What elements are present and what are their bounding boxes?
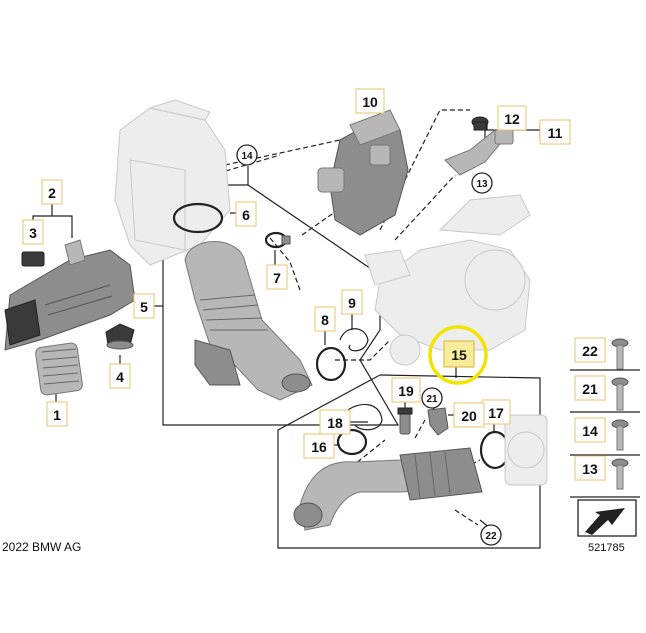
svg-text:9: 9 [348, 295, 356, 311]
callout-8[interactable]: 8 [314, 306, 336, 332]
callout-18[interactable]: 18 [319, 409, 351, 435]
part-20-bracket [427, 407, 449, 436]
callout-7[interactable]: 7 [266, 264, 288, 290]
svg-text:12: 12 [504, 111, 520, 127]
part-8-seal-ring [315, 346, 347, 382]
callout-1[interactable]: 1 [46, 401, 68, 427]
fastener-row-22[interactable]: 22 [574, 337, 629, 370]
fastener-panel: 22 21 14 13 [570, 337, 640, 537]
screw-21-icon [611, 377, 629, 411]
svg-text:1: 1 [53, 407, 61, 423]
fastener-row-13[interactable]: 13 [574, 455, 629, 490]
svg-text:20: 20 [461, 408, 477, 424]
svg-text:16: 16 [311, 439, 327, 455]
selection-highlight-ring [428, 325, 488, 385]
callout-17[interactable]: 17 [481, 399, 511, 425]
svg-text:13: 13 [476, 179, 488, 190]
callout-6[interactable]: 6 [235, 201, 257, 227]
screw-14-icon [611, 419, 629, 451]
callout-10[interactable]: 10 [355, 88, 385, 114]
circle-label-21[interactable]: 21 [421, 387, 443, 409]
copyright-text: 2022 BMW AG [2, 540, 81, 554]
svg-text:17: 17 [488, 405, 504, 421]
part-6-clamp [172, 202, 224, 234]
callout-2[interactable]: 2 [41, 179, 63, 205]
fastener-row-21[interactable]: 21 [574, 375, 629, 411]
throttle-body-part [504, 414, 548, 486]
part-4-rubber-mount [105, 323, 135, 350]
svg-text:22: 22 [582, 343, 598, 359]
part-15-charge-pipe [293, 447, 483, 531]
callout-labels: 1 2 3 4 5 6 7 8 [22, 88, 571, 459]
callout-16[interactable]: 16 [303, 433, 335, 459]
part-16-seal-ring [336, 428, 368, 456]
callout-15[interactable]: 15 [443, 340, 475, 368]
svg-text:14: 14 [582, 423, 598, 439]
screw-13-icon [611, 458, 629, 490]
turbocharger-part [364, 194, 531, 366]
part-7-clamp [264, 231, 291, 249]
callout-12[interactable]: 12 [497, 105, 527, 131]
part-3-grommet [21, 251, 45, 267]
svg-text:2: 2 [48, 185, 56, 201]
part-2-intake-duct [4, 239, 136, 351]
mounting-direction-arrow-icon [577, 499, 637, 537]
svg-text:10: 10 [362, 94, 378, 110]
svg-text:19: 19 [398, 383, 414, 399]
svg-text:22: 22 [485, 531, 497, 542]
air-filter-housing-part [114, 99, 231, 266]
svg-text:6: 6 [242, 207, 250, 223]
part-11-bracket [444, 129, 514, 176]
circle-label-14[interactable]: 14 [236, 144, 258, 166]
part-18-wire-clip [344, 403, 383, 431]
part-10-resonator [317, 109, 409, 236]
svg-text:4: 4 [116, 369, 124, 385]
svg-text:3: 3 [29, 225, 37, 241]
part-1-filter-grille [35, 342, 83, 396]
svg-text:8: 8 [321, 312, 329, 328]
svg-text:5: 5 [140, 299, 148, 315]
fastener-row-14[interactable]: 14 [574, 417, 629, 451]
part-19-sensor [397, 407, 413, 435]
svg-text:21: 21 [426, 394, 438, 405]
svg-text:15: 15 [451, 347, 467, 363]
callout-20[interactable]: 20 [453, 402, 485, 428]
circle-label-22[interactable]: 22 [480, 524, 502, 546]
circled-labels: 14 13 21 22 [236, 144, 502, 546]
svg-text:13: 13 [582, 461, 598, 477]
callout-3[interactable]: 3 [22, 219, 44, 245]
svg-text:18: 18 [327, 415, 343, 431]
svg-text:11: 11 [548, 125, 563, 141]
part-9-wire-clip [339, 328, 369, 352]
part-12-rubber-bushing [471, 116, 489, 131]
callout-5[interactable]: 5 [133, 293, 155, 319]
screw-22-icon [611, 338, 629, 370]
part-5-intake-hose [184, 241, 313, 401]
svg-text:21: 21 [582, 381, 598, 397]
callout-9[interactable]: 9 [341, 289, 363, 315]
callout-19[interactable]: 19 [391, 377, 421, 403]
callout-11[interactable]: 11 [539, 119, 571, 145]
circle-label-13[interactable]: 13 [471, 172, 493, 194]
svg-text:7: 7 [273, 270, 281, 286]
callout-4[interactable]: 4 [109, 363, 131, 389]
svg-text:14: 14 [241, 151, 253, 162]
reference-number: 521785 [588, 542, 625, 554]
